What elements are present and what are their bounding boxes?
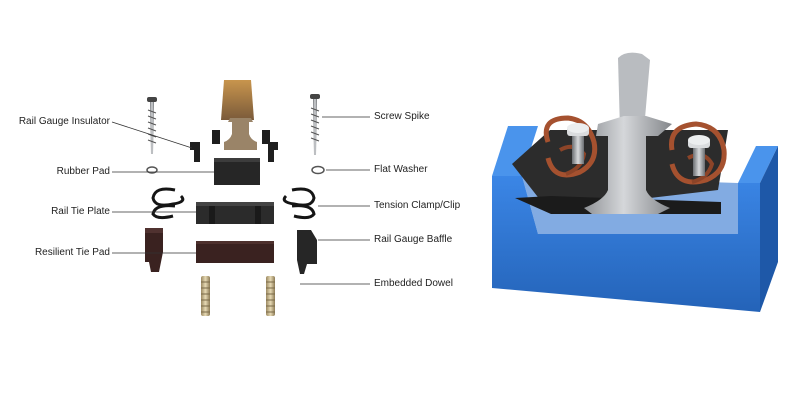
label-rail-gauge-baffle: Rail Gauge Baffle [374, 234, 453, 245]
rubber-pad [214, 158, 260, 185]
label-rubber-pad: Rubber Pad [56, 166, 110, 177]
flat-washer-left [146, 166, 158, 174]
screw-spike-left [147, 97, 157, 154]
assembled-bolt-right [688, 135, 710, 176]
rail-gauge-baffle [297, 230, 317, 274]
rail-gauge-insulator-right [268, 142, 278, 162]
label-rail-tie-plate: Rail Tie Plate [51, 206, 110, 217]
leader-lines [111, 116, 370, 285]
embedded-dowel-right [266, 276, 275, 316]
exploded-rail-section [212, 80, 270, 150]
label-tension-clamp-clip: Tension Clamp/Clip [374, 200, 461, 211]
rail-tie-plate [196, 202, 274, 224]
assembled-bolt-left [567, 123, 589, 164]
label-screw-spike: Screw Spike [374, 111, 430, 122]
assembled-view [492, 52, 778, 312]
flat-washer-right [311, 165, 325, 175]
tension-clamp-left [151, 187, 185, 220]
label-rail-gauge-insulator: Rail Gauge Insulator [18, 116, 110, 127]
label-resilient-tie-pad: Resilient Tie Pad [34, 247, 110, 258]
tension-clamp-right [282, 187, 316, 220]
assembled-rail [584, 52, 672, 214]
exploded-view [111, 80, 370, 316]
label-flat-washer: Flat Washer [374, 164, 428, 175]
resilient-tie-pad [196, 241, 274, 263]
resilient-tie-pad-block [145, 228, 163, 272]
rail-gauge-insulator-left [190, 142, 200, 162]
label-embedded-dowel: Embedded Dowel [374, 278, 453, 289]
screw-spike-right [310, 94, 320, 155]
embedded-dowel-left [201, 276, 210, 316]
leader-rail-gauge-insulator [111, 121, 193, 149]
